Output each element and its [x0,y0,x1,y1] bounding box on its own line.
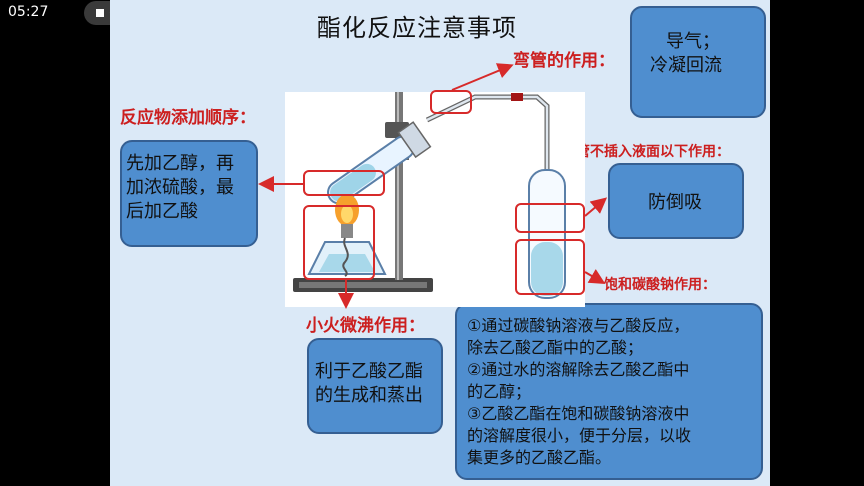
bent-tube-answer-line-1: 导气； [666,31,720,52]
sodium-carbonate-answer-box: ①通过碳酸钠溶液与乙酸反应， 除去乙酸乙酯中的乙酸； ②通过水的溶解除去乙酸乙酯… [455,303,763,480]
sc-line-4: 的乙醇； [467,382,532,401]
not-insert-label: 导管不插入液面以下作用： [562,144,730,160]
order-label: 反应物添加顺序： [120,108,256,128]
sc-line-1: ①通过碳酸钠溶液与乙酸反应， [467,316,690,335]
rubber-connector [511,93,523,101]
highlight-flame [303,205,375,280]
sc-line-7: 集更多的乙酸乙酯。 [467,448,612,467]
apparatus-drawing [293,92,566,299]
order-answer-box: 先加乙醇，再 加浓硫酸，最 后加乙酸 [120,140,258,247]
arrows-layer [258,63,608,309]
reaction-liquid [330,163,376,202]
highlight-tube-mouth [515,203,585,233]
highlight-bent-tube [430,90,472,114]
arrow-to-sodium-carbonate-label [584,269,606,285]
not-insert-answer: 防倒吸 [648,192,702,213]
low-fire-label: 小火微沸作用： [306,316,425,336]
low-fire-answer-box: 利于乙酸乙酯 的生成和蒸出 [307,338,443,434]
order-answer-line-2: 加浓硫酸，最 [126,177,234,198]
order-answer-line-3: 后加乙酸 [126,201,198,222]
sc-line-5: ③乙酸乙酯在饱和碳酸钠溶液中 [467,404,690,423]
esterification-apparatus [285,92,585,307]
low-fire-answer-line-1: 利于乙酸乙酯 [315,361,423,382]
sc-line-3: ②通过水的溶解除去乙酸乙酯中 [467,360,690,379]
bent-tube-answer-box: 导气； 冷凝回流 [630,6,766,118]
low-fire-answer-line-2: 的生成和蒸出 [315,385,423,406]
slide-title: 酯化反应注意事项 [317,14,517,42]
not-insert-answer-box: 防倒吸 [608,163,744,239]
highlight-receiving-liquid [515,239,585,295]
order-answer-line-1: 先加乙醇，再 [126,153,234,174]
arrow-to-bent-tube-label [451,63,514,91]
bent-tube-label: 弯管的作用： [513,51,615,71]
arrow-to-not-insert-box [584,197,608,217]
slide: 酯化反应注意事项 导气； 冷凝回流 弯管的作用： 反应物添加顺序： 导管不插入液… [110,0,770,486]
status-time: 05:27 [8,4,49,20]
sc-line-2: 除去乙酸乙酯中的乙酸； [467,338,644,357]
stop-icon [96,9,105,17]
lamp-wick-holder [341,224,353,238]
sc-line-6: 的溶解度很小，便于分层，以收 [467,426,692,445]
stopper [397,121,432,159]
sodium-carbonate-solution [531,242,563,296]
bent-tube-answer-line-2: 冷凝回流 [650,55,722,76]
highlight-reaction-tube [303,170,385,196]
sodium-carbonate-label: 饱和碳酸钠作用： [604,277,716,293]
